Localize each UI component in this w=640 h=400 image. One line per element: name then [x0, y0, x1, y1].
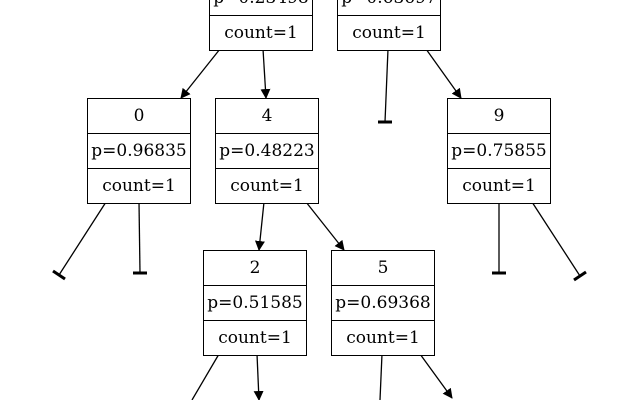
node-key: 2 — [249, 258, 261, 278]
edge-a-to-n0 — [180, 48, 221, 99]
node-probability: p=0.48223 — [216, 133, 318, 168]
node-probability: p=0.96835 — [88, 133, 190, 168]
tree-node: 5 p=0.69368 count=1 — [331, 250, 435, 356]
tree-node: 9 p=0.75855 count=1 — [447, 98, 551, 204]
node-probability: p=0.63697 — [338, 0, 440, 15]
edge-n5-left — [379, 353, 383, 400]
edge-n4-to-n5 — [305, 201, 345, 251]
node-count: count=1 — [210, 15, 312, 50]
tree-node: 2 p=0.51585 count=1 — [203, 250, 307, 356]
tree-node: 4 p=0.48223 count=1 — [215, 98, 319, 204]
edge-n4-to-n2 — [254, 201, 265, 251]
node-probability: p=0.23498 — [210, 0, 312, 15]
null-marker — [573, 270, 587, 282]
tree-node: p=0.23498 count=1 — [209, 0, 313, 51]
edge-b-to-n9 — [425, 48, 462, 99]
node-count: count=1 — [448, 168, 550, 203]
tree-node: 0 p=0.96835 count=1 — [87, 98, 191, 204]
node-count: count=1 — [204, 320, 306, 355]
node-count: count=1 — [88, 168, 190, 203]
node-probability: p=0.75855 — [448, 133, 550, 168]
edge-a-to-n4 — [260, 48, 271, 99]
node-count: count=1 — [338, 15, 440, 50]
node-probability: p=0.51585 — [204, 285, 306, 320]
edge-n0-null-right — [138, 201, 141, 274]
node-key: 5 — [377, 258, 389, 278]
edge-n0-null-left — [58, 201, 107, 276]
edge-n2-left — [191, 353, 220, 400]
null-marker — [52, 269, 66, 281]
node-probability: p=0.69368 — [332, 285, 434, 320]
node-key: 9 — [493, 106, 505, 126]
tree-node: p=0.63697 count=1 — [337, 0, 441, 51]
node-key: 0 — [133, 106, 145, 126]
edge-n2-right — [253, 353, 264, 400]
node-key: 4 — [261, 106, 273, 126]
edge-n9-null-right — [531, 201, 581, 277]
node-count: count=1 — [332, 320, 434, 355]
edge-n5-right — [419, 353, 453, 399]
node-count: count=1 — [216, 168, 318, 203]
edge-b-null — [384, 48, 389, 123]
